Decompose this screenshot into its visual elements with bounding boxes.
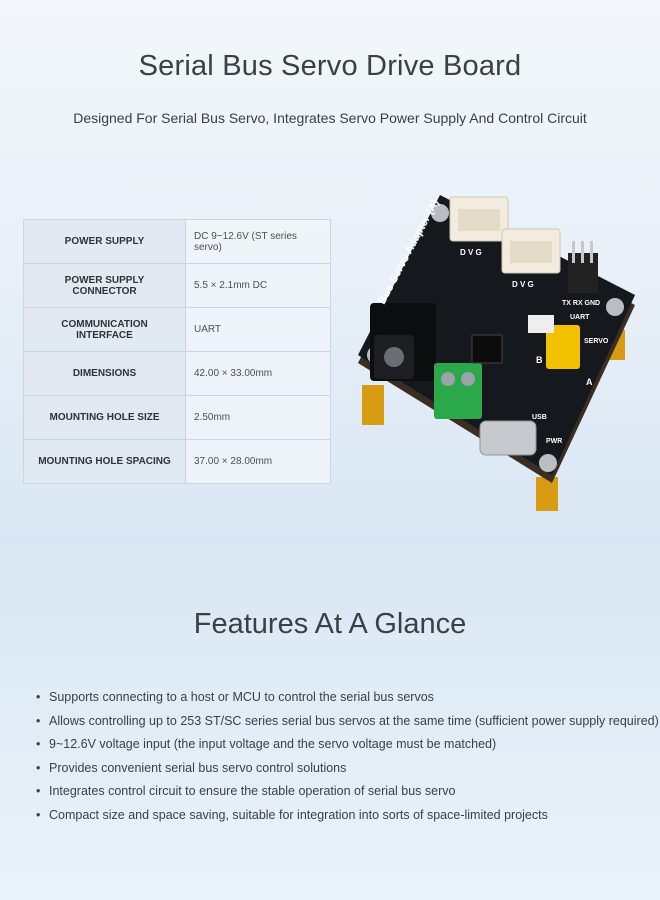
feature-text: Provides convenient serial bus servo con… — [49, 760, 347, 775]
pin-label: D V G — [512, 280, 534, 289]
bullet-icon: • — [36, 737, 41, 752]
servo-connector-icon — [501, 228, 561, 274]
bullet-icon: • — [36, 807, 41, 822]
usb-label: USB — [532, 414, 547, 421]
list-item: • Allows controlling up to 253 ST/SC seri… — [36, 710, 659, 734]
pin-header-icon — [568, 241, 598, 293]
jumper-b-label: B — [536, 355, 543, 365]
spec-label: COMMUNICATION INTERFACE — [23, 307, 186, 352]
feature-text: Integrates control circuit to ensure the… — [49, 784, 456, 799]
feature-text: 9~12.6V voltage input (the input voltage… — [49, 737, 497, 752]
spec-value: 42.00 × 33.00mm — [185, 351, 331, 396]
list-item: • Compact size and space saving, suitable… — [36, 804, 659, 828]
feature-text: Supports connecting to a host or MCU to … — [49, 690, 434, 704]
features-title: Features At A Glance — [193, 608, 467, 640]
features-list: • Supports connecting to a host or MCU to… — [36, 686, 659, 828]
uart-label: UART — [570, 314, 590, 321]
bullet-icon: • — [36, 713, 41, 728]
spec-label: MOUNTING HOLE SPACING — [23, 439, 186, 484]
feature-text: Compact size and space saving, suitable … — [49, 807, 548, 822]
spec-label: POWER SUPPLY — [23, 219, 186, 264]
jumper-icon — [546, 325, 580, 369]
dc-jack-icon — [370, 303, 436, 381]
screw-icon — [606, 298, 624, 316]
uart-header-icon — [528, 315, 554, 333]
spec-label: MOUNTING HOLE SIZE — [23, 395, 186, 440]
board-image: Bus Servo Adapter (A) D V G D V G TX RX … — [358, 195, 635, 511]
screw-icon — [539, 454, 557, 472]
servo-connector-icon — [449, 196, 509, 242]
spec-value: UART — [185, 307, 331, 352]
list-item: • Integrates control circuit to ensure th… — [36, 780, 659, 804]
pin-label: D V G — [460, 248, 482, 257]
spec-label: DIMENSIONS — [23, 351, 186, 396]
spec-value: 2.50mm — [185, 395, 331, 440]
bullet-icon: • — [36, 760, 41, 775]
list-item: • 9~12.6V voltage input (the input voltag… — [36, 733, 659, 757]
servo-label: SERVO — [584, 338, 609, 345]
terminal-block-icon — [434, 363, 482, 419]
bullet-icon: • — [36, 784, 41, 799]
usb-c-icon — [479, 420, 537, 456]
list-item: • Provides convenient serial bus servo co… — [36, 757, 659, 781]
spec-value: 37.00 × 28.00mm — [185, 439, 331, 484]
spec-value: DC 9~12.6V (ST series servo) — [185, 219, 331, 264]
pwr-label: PWR — [546, 438, 562, 445]
feature-text: Allows controlling up to 253 ST/SC serie… — [49, 713, 659, 728]
screw-icon — [431, 204, 449, 222]
header-label: TX RX GND — [562, 300, 600, 307]
bullet-icon: • — [36, 690, 41, 704]
page-subtitle: Designed For Serial Bus Servo, Integrate… — [73, 110, 587, 126]
spec-value: 5.5 × 2.1mm DC — [185, 263, 331, 308]
chip-icon — [471, 334, 503, 364]
list-item: • Supports connecting to a host or MCU to… — [36, 686, 659, 710]
jumper-a-label: A — [586, 377, 593, 387]
page-title: Serial Bus Servo Drive Board — [138, 50, 522, 82]
spec-label: POWER SUPPLY CONNECTOR — [23, 263, 186, 308]
